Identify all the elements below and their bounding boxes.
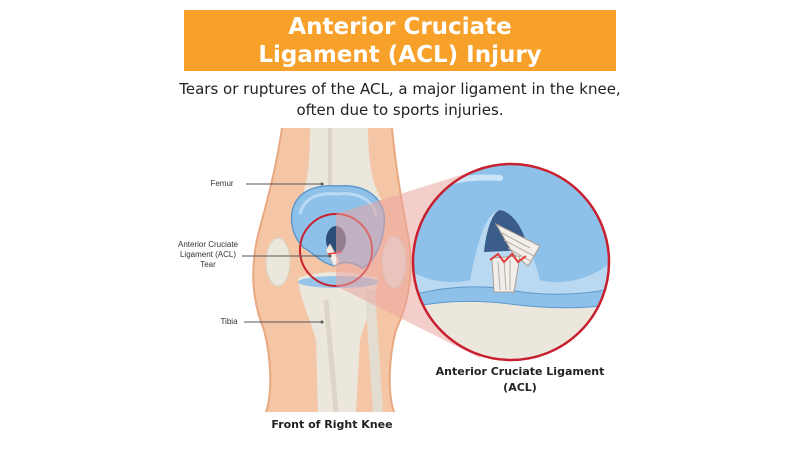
acl-tear-line-1: Anterior Cruciate	[177, 240, 239, 249]
tibia-bone	[298, 272, 378, 412]
tibia-label: Tibia	[220, 317, 238, 326]
zoom-detail	[413, 164, 609, 360]
title-line-1: Anterior Cruciate	[288, 14, 512, 40]
zoom-caption: Anterior Cruciate Ligament (ACL)	[400, 364, 640, 396]
femur-bone	[300, 128, 382, 200]
zoom-caption-line-2: (ACL)	[503, 381, 537, 394]
subtitle-line-2: often due to sports injuries.	[296, 101, 504, 119]
title-line-2: Ligament (ACL) Injury	[258, 42, 542, 68]
acl-tear-line-2: Ligament (ACL)	[179, 250, 237, 259]
femur-label: Femur	[210, 179, 234, 188]
acl-fibers	[489, 222, 541, 293]
knee-view-caption: Front of Right Knee	[271, 418, 393, 431]
subtitle-line-1: Tears or ruptures of the ACL, a major li…	[179, 80, 621, 98]
zoom-highlight-ring	[411, 162, 611, 362]
acl-tear-label: Anterior Cruciate Ligament (ACL) Tear	[168, 240, 248, 270]
zoom-caption-line-1: Anterior Cruciate Ligament	[435, 365, 605, 378]
subtitle: Tears or ruptures of the ACL, a major li…	[150, 79, 650, 121]
tear-mark	[489, 252, 527, 264]
title-banner: Anterior Cruciate Ligament (ACL) Injury	[184, 10, 616, 71]
acl-tear-line-3: Tear	[200, 260, 216, 269]
